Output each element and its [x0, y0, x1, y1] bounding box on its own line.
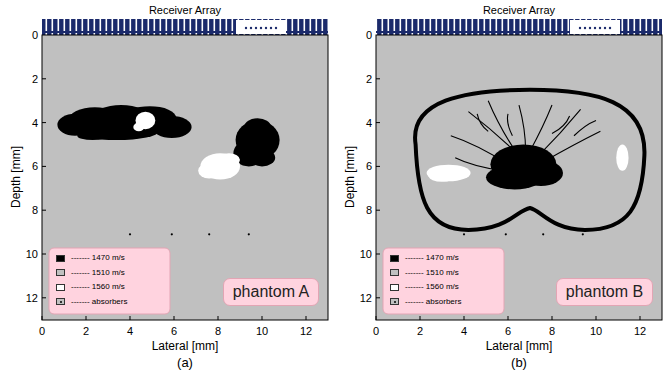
- tick-label: 4: [461, 326, 467, 337]
- axis-title: Lateral [mm]: [486, 340, 553, 352]
- legend-swatch: [56, 255, 65, 262]
- tick-label: 8: [32, 205, 38, 216]
- tick-label: 6: [505, 326, 511, 337]
- legend-swatch: [56, 284, 65, 291]
- legend-text: ------- 1510 m/s: [405, 269, 459, 277]
- tick-label: 2: [83, 326, 89, 337]
- axis-title: Lateral [mm]: [152, 340, 219, 352]
- absorber-swatch: [56, 298, 65, 305]
- legend-text: ------- 1510 m/s: [71, 269, 125, 277]
- phantom-label-box: phantom A: [223, 278, 320, 306]
- tick-label: 0: [373, 326, 379, 337]
- tick-label: 8: [366, 205, 372, 216]
- tick-label: 10: [360, 249, 372, 260]
- legend-swatch: [390, 269, 399, 276]
- tick-label: 0: [39, 326, 45, 337]
- panel-a: [42, 19, 328, 320]
- array-title: Receiver Array: [149, 5, 221, 16]
- tick-label: 6: [32, 161, 38, 172]
- tick-label: 2: [366, 73, 372, 84]
- tick-label: 2: [417, 326, 423, 337]
- legend-text: ------- 1560 m/s: [71, 283, 125, 291]
- tick-label: 6: [171, 326, 177, 337]
- tick-label: 4: [32, 117, 38, 128]
- phantom-label-box: phantom B: [556, 278, 653, 306]
- tick-label: 10: [590, 326, 602, 337]
- legend-text: ------- 1470 m/s: [405, 254, 459, 262]
- absorber-dot: [60, 301, 62, 303]
- phantom-label: phantom A: [233, 283, 310, 301]
- tick-label: 12: [634, 326, 646, 337]
- absorber-swatch: [390, 298, 399, 305]
- tick-label: 6: [366, 161, 372, 172]
- panel-caption: (a): [177, 356, 193, 369]
- absorber-dot: [394, 301, 396, 303]
- tick-label: 12: [300, 326, 312, 337]
- legend-text: ------- 1560 m/s: [405, 283, 459, 291]
- phantom-label: phantom B: [566, 283, 643, 301]
- tick-label: 2: [32, 73, 38, 84]
- panel-b: [376, 19, 662, 320]
- tick-label: 12: [360, 292, 372, 303]
- tick-label: 8: [549, 326, 555, 337]
- legend-text: ------- 1470 m/s: [71, 254, 125, 262]
- tick-label: 10: [256, 326, 268, 337]
- tick-label: 0: [366, 30, 372, 41]
- tick-label: 4: [127, 326, 133, 337]
- legend-text: ------- absorbers: [71, 298, 127, 306]
- legend-swatch: [56, 269, 65, 276]
- axis-title: Depth [mm]: [10, 146, 22, 208]
- array-title: Receiver Array: [483, 5, 555, 16]
- tick-label: 4: [366, 117, 372, 128]
- tick-label: 10: [26, 249, 38, 260]
- tick-label: 8: [215, 326, 221, 337]
- tick-label: 12: [26, 292, 38, 303]
- legend-swatch: [390, 255, 399, 262]
- legend-text: ------- absorbers: [405, 298, 461, 306]
- panel-caption: (b): [511, 356, 527, 369]
- tick-label: 0: [32, 30, 38, 41]
- legend-swatch: [390, 284, 399, 291]
- axis-title: Depth [mm]: [344, 146, 356, 208]
